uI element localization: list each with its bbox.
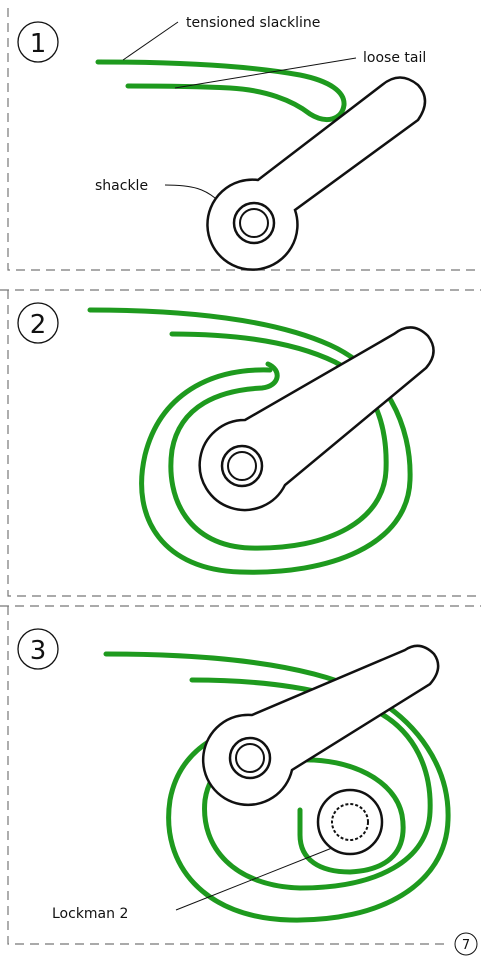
shackle-body: [206, 76, 427, 271]
leader-lockman: [175, 847, 333, 911]
step-2-number: 2: [30, 310, 47, 340]
panel-3-border: [0, 605, 481, 945]
step-3-badge: [17, 628, 59, 670]
label-loose-tail: loose tail: [363, 50, 426, 66]
panel-step-1: 1 tensioned slackline loose tail shackle: [7, 8, 481, 271]
step-2-badge: [17, 302, 59, 344]
shackle-pin-inner-2: [227, 451, 257, 481]
step-1-badge: [17, 21, 59, 63]
shackle-body-3: [201, 644, 440, 807]
tensioned-slackline-rope: [95, 59, 347, 122]
page-number: 7: [462, 938, 470, 953]
slackline-around-lockman: [297, 757, 406, 875]
slackline-wrap-inner: [168, 331, 389, 551]
panel-2-border: [0, 289, 481, 597]
step-1-number: 1: [30, 29, 47, 59]
panel-1-border: [7, 8, 481, 271]
shackle-pin-inner-3: [235, 743, 265, 773]
step-3-number: 3: [30, 636, 47, 666]
panel-step-3: 3 Lockman 2 7: [0, 605, 481, 956]
leader-loose-tail: [174, 57, 357, 89]
lockman-bolt: [331, 803, 369, 841]
panel-step-2: 2: [0, 289, 481, 597]
shackle-pin-inner: [239, 208, 269, 238]
label-shackle: shackle: [95, 178, 148, 194]
page-number-badge: [454, 932, 478, 956]
slackline-wrap-outer-3: [103, 651, 451, 923]
slackline-wrap-outer: [87, 307, 413, 575]
label-lockman: Lockman 2: [52, 906, 128, 922]
lockman-device: [316, 788, 384, 856]
leader-shackle: [164, 184, 216, 199]
label-tensioned-slackline: tensioned slackline: [186, 15, 320, 31]
leader-tensioned: [122, 21, 179, 61]
